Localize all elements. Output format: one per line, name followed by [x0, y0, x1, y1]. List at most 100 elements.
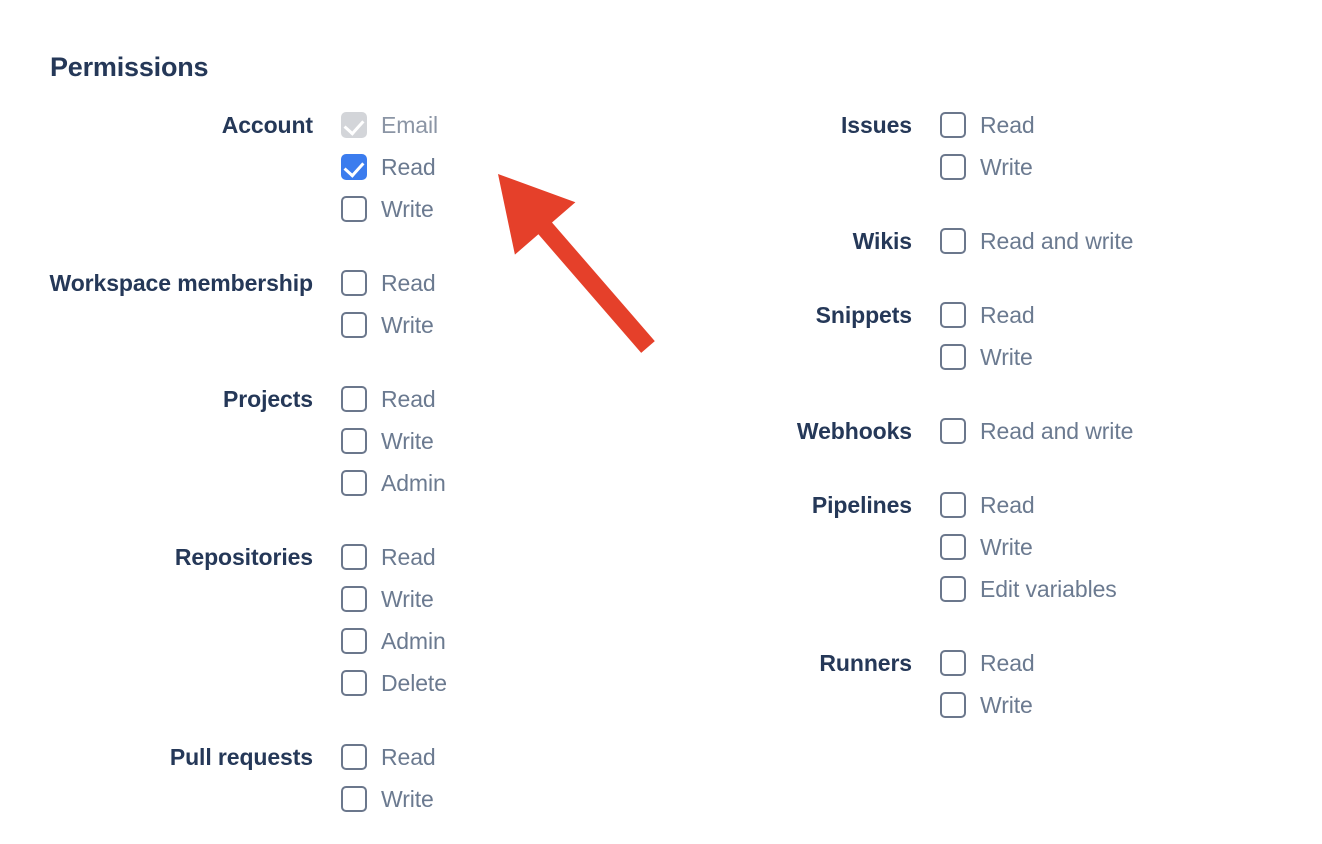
- checkmark-icon: [343, 156, 365, 178]
- checkbox-write[interactable]: [940, 344, 966, 370]
- option-label: Write: [980, 344, 1033, 370]
- permission-option-row[interactable]: Read and write: [940, 220, 1260, 262]
- permission-option-row[interactable]: Read and write: [940, 410, 1260, 452]
- permission-option-row[interactable]: Read: [940, 484, 1260, 526]
- permission-option-row[interactable]: Delete: [341, 662, 600, 704]
- checkbox-read[interactable]: [940, 650, 966, 676]
- checkbox-write[interactable]: [940, 154, 966, 180]
- checkbox-read[interactable]: [940, 112, 966, 138]
- checkbox-write[interactable]: [341, 196, 367, 222]
- checkbox-read[interactable]: [940, 302, 966, 328]
- option-label: Admin: [381, 470, 446, 496]
- checkmark-icon: [343, 114, 365, 136]
- permission-option-row[interactable]: Read: [341, 736, 600, 778]
- permission-group-webhooks: Webhooks Read and write: [620, 410, 1260, 452]
- permission-option-row[interactable]: Admin: [341, 462, 600, 504]
- permission-option-row[interactable]: Read: [341, 536, 600, 578]
- option-label: Write: [381, 196, 434, 222]
- group-label: Pipelines: [811, 492, 912, 518]
- permission-option-row: Email: [341, 104, 600, 146]
- option-label: Email: [381, 112, 439, 138]
- page-title: Permissions: [50, 52, 209, 82]
- group-label: Webhooks: [796, 418, 912, 444]
- checkbox-read[interactable]: [341, 154, 367, 180]
- option-label: Read: [381, 154, 436, 180]
- permission-option-row[interactable]: Read: [341, 262, 600, 304]
- group-label: Account: [221, 112, 313, 138]
- checkbox-write[interactable]: [341, 428, 367, 454]
- permission-option-row[interactable]: Read: [341, 146, 600, 188]
- option-label: Read and write: [980, 418, 1134, 444]
- permission-option-row[interactable]: Read: [940, 104, 1260, 146]
- group-label: Snippets: [815, 302, 912, 328]
- checkbox-read[interactable]: [341, 744, 367, 770]
- checkbox-read[interactable]: [341, 386, 367, 412]
- checkbox-read[interactable]: [341, 544, 367, 570]
- option-label: Read and write: [980, 228, 1134, 254]
- permission-option-row[interactable]: Read: [940, 294, 1260, 336]
- option-label: Admin: [381, 628, 446, 654]
- permission-option-row[interactable]: Write: [940, 526, 1260, 568]
- option-label: Read: [980, 492, 1035, 518]
- checkbox-write[interactable]: [940, 692, 966, 718]
- permission-option-row[interactable]: Write: [940, 684, 1260, 726]
- checkbox-write[interactable]: [341, 586, 367, 612]
- checkbox-read-and-write[interactable]: [940, 228, 966, 254]
- option-label: Read: [980, 302, 1035, 328]
- checkbox-email: [341, 112, 367, 138]
- checkbox-admin[interactable]: [341, 628, 367, 654]
- checkbox-read[interactable]: [341, 270, 367, 296]
- option-label: Write: [381, 586, 434, 612]
- permission-option-row[interactable]: Write: [341, 420, 600, 462]
- permission-option-row[interactable]: Admin: [341, 620, 600, 662]
- group-label: Projects: [223, 386, 313, 412]
- option-label: Write: [381, 428, 434, 454]
- option-label: Read: [381, 386, 436, 412]
- group-label: Workspace membership: [49, 270, 314, 296]
- option-label: Write: [980, 154, 1033, 180]
- checkbox-read[interactable]: [940, 492, 966, 518]
- permission-option-row[interactable]: Write: [940, 336, 1260, 378]
- permission-option-row[interactable]: Write: [341, 578, 600, 620]
- permission-group-wikis: Wikis Read and write: [620, 220, 1260, 262]
- option-label: Write: [980, 692, 1033, 718]
- permission-option-row[interactable]: Write: [940, 146, 1260, 188]
- checkbox-write[interactable]: [940, 534, 966, 560]
- option-label: Read: [381, 744, 436, 770]
- checkbox-read-and-write[interactable]: [940, 418, 966, 444]
- permission-option-row[interactable]: Edit variables: [940, 568, 1260, 610]
- permission-option-row[interactable]: Write: [341, 778, 600, 820]
- option-label: Read: [980, 112, 1035, 138]
- group-label: Runners: [819, 650, 912, 676]
- group-label: Pull requests: [169, 744, 313, 770]
- group-label: Repositories: [174, 544, 313, 570]
- option-label: Write: [381, 312, 434, 338]
- checkbox-delete[interactable]: [341, 670, 367, 696]
- checkbox-edit-variables[interactable]: [940, 576, 966, 602]
- group-options: Read and write: [940, 410, 1260, 452]
- checkbox-admin[interactable]: [341, 470, 367, 496]
- group-label: Issues: [840, 112, 912, 138]
- permission-option-row[interactable]: Read: [940, 642, 1260, 684]
- permission-option-row[interactable]: Read: [341, 378, 600, 420]
- option-label: Write: [381, 786, 434, 812]
- checkbox-write[interactable]: [341, 312, 367, 338]
- group-label: Wikis: [852, 228, 912, 254]
- permission-option-row[interactable]: Write: [341, 304, 600, 346]
- checkbox-write[interactable]: [341, 786, 367, 812]
- permission-option-row[interactable]: Write: [341, 188, 600, 230]
